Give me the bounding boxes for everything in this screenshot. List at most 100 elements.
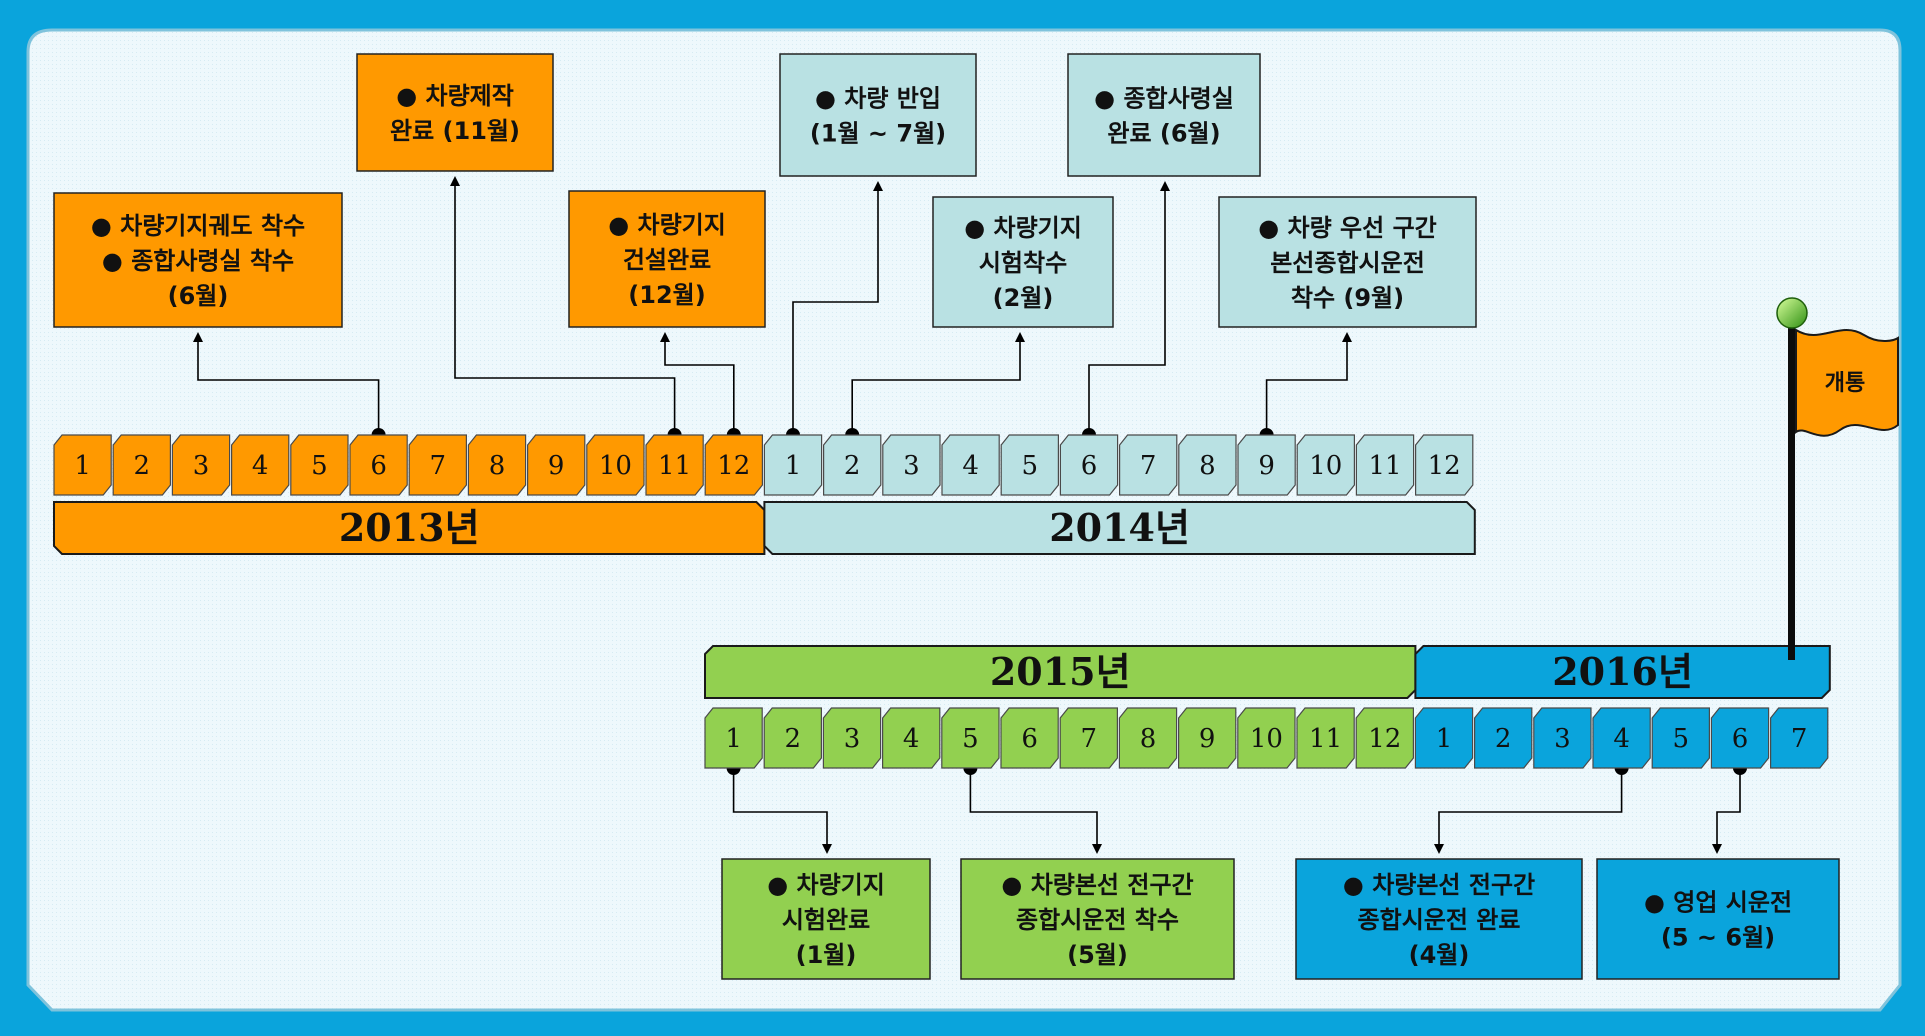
event-text-line: ● 차량기지: [767, 871, 885, 899]
month-label: 6: [1732, 724, 1749, 754]
event-text-line: 종합시운전 착수: [1016, 906, 1179, 934]
month-label: 10: [599, 451, 632, 481]
event-box: [568, 190, 766, 328]
connector-arrow: [1088, 181, 1170, 435]
event-box: [1218, 196, 1477, 328]
month-label: 4: [1613, 724, 1630, 754]
month-cell: [941, 707, 1000, 769]
event-box: [1295, 858, 1583, 980]
month-cell: [1710, 707, 1770, 769]
month-label: 5: [962, 724, 979, 754]
event-text-line: (5월): [1067, 941, 1128, 969]
event-box: [932, 196, 1114, 328]
event-text-line: (6월): [168, 282, 229, 310]
month-cell: [763, 707, 822, 769]
flag-pole: [1788, 318, 1795, 660]
event-text-line: 착수 (9월): [1291, 284, 1404, 312]
month-label: 6: [370, 451, 387, 481]
month-label: 11: [658, 451, 691, 481]
month-cell: [1296, 434, 1355, 496]
month-label: 8: [1199, 451, 1216, 481]
month-label: 1: [1436, 724, 1453, 754]
month-cell: [823, 434, 882, 496]
month-label: 11: [1309, 724, 1342, 754]
connector-arrow: [969, 768, 1102, 854]
event-text-line: (2월): [993, 284, 1054, 312]
connector-arrow: [660, 332, 735, 435]
event-box: [721, 858, 931, 980]
month-cell: [1415, 434, 1474, 496]
month-cell: [1651, 707, 1710, 769]
month-label: 10: [1309, 451, 1342, 481]
month-cell: [704, 434, 763, 496]
month-label: 3: [193, 451, 210, 481]
month-cell: [1000, 434, 1059, 496]
event-text-line: ● 차량제작: [396, 82, 514, 110]
event-text-line: 종합시운전 완료: [1358, 906, 1521, 934]
month-cell: [1355, 434, 1415, 496]
month-label: 3: [1554, 724, 1571, 754]
flag-cloth: [1795, 328, 1899, 437]
year-label: 2014년: [1049, 505, 1190, 550]
month-label: 10: [1250, 724, 1283, 754]
month-cell: [704, 707, 763, 769]
month-label: 9: [548, 451, 565, 481]
event-text-line: ● 차량본선 전구간: [1343, 871, 1535, 899]
month-label: 6: [1021, 724, 1038, 754]
opening-flag: 개통: [1776, 297, 1899, 660]
connector-arrow: [450, 176, 676, 435]
month-cell: [171, 434, 231, 496]
year-label: 2013년: [339, 505, 480, 550]
month-cell: [349, 434, 408, 496]
month-label: 8: [489, 451, 506, 481]
month-label: 7: [1081, 724, 1098, 754]
year-bar-1-0: [704, 645, 1417, 699]
month-cell: [1178, 434, 1237, 496]
month-cell: [1533, 707, 1592, 769]
month-cell: [822, 707, 882, 769]
month-cell: [1237, 707, 1296, 769]
month-cell: [1592, 707, 1651, 769]
month-cell: [1118, 707, 1178, 769]
year-bar-1-1: [1414, 645, 1831, 699]
month-label: 4: [252, 451, 269, 481]
event-text-line: ● 차량기지: [608, 211, 726, 239]
month-label: 5: [311, 451, 328, 481]
month-cell: [1119, 434, 1178, 496]
month-label: 4: [903, 724, 920, 754]
event-text-line: ● 차량본선 전구간: [1001, 871, 1193, 899]
month-label: 1: [74, 451, 91, 481]
month-label: 1: [725, 724, 742, 754]
month-cell: [1296, 707, 1355, 769]
event-text-line: ● 차량기지궤도 착수: [91, 212, 305, 240]
month-label: 7: [1791, 724, 1808, 754]
event-text-line: ● 차량 우선 구간: [1258, 214, 1437, 242]
month-label: 6: [1081, 451, 1098, 481]
event-box: [1067, 53, 1261, 177]
connector-arrow: [1434, 768, 1623, 854]
event-box: [53, 192, 343, 328]
month-label: 5: [1673, 724, 1690, 754]
month-cell: [763, 434, 823, 496]
event-box: [779, 53, 977, 177]
month-cell: [882, 707, 941, 769]
event-box: [960, 858, 1235, 980]
month-cell: [290, 434, 349, 496]
year-label: 2016년: [1552, 649, 1693, 694]
month-cell: [645, 434, 704, 496]
month-cell: [1237, 434, 1296, 496]
event-text-line: 본선종합시운전: [1270, 249, 1425, 277]
connector-arrow: [851, 332, 1025, 435]
month-cell: [586, 434, 645, 496]
event-text-line: ● 차량 반입: [815, 85, 941, 113]
event-text-line: ● 종합사령실: [1094, 85, 1234, 113]
connector-arrow: [1712, 768, 1741, 854]
month-label: 12: [1368, 724, 1401, 754]
month-cell: [527, 434, 586, 496]
month-label: 2: [134, 451, 151, 481]
month-cell: [408, 434, 467, 496]
event-text-line: ● 종합사령실 착수: [102, 247, 294, 275]
month-label: 7: [1140, 451, 1157, 481]
